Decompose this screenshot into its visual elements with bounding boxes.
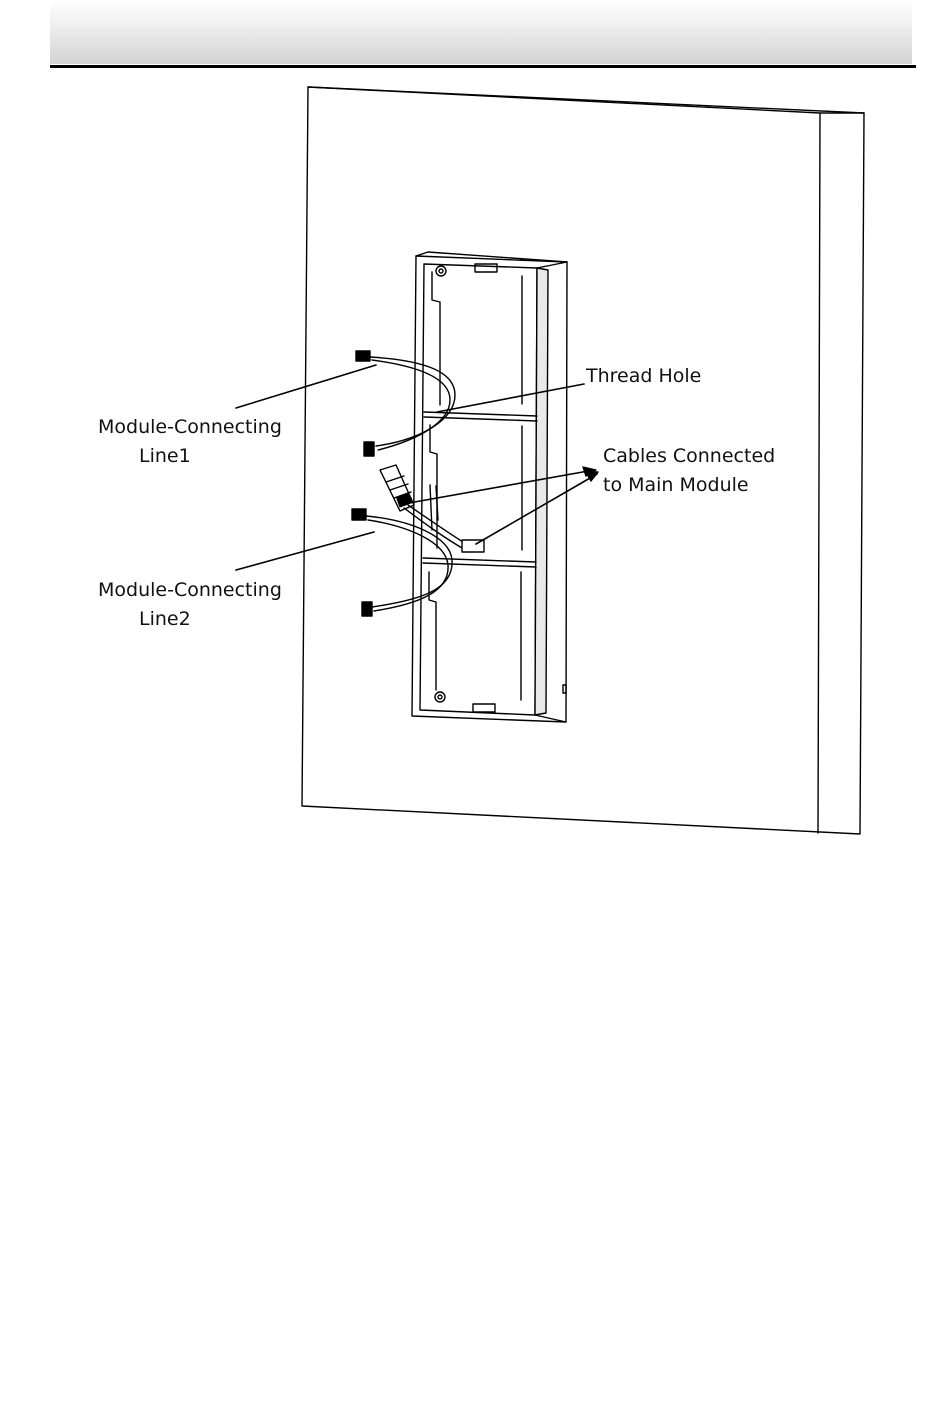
callout-text: Module-Connecting	[98, 413, 282, 442]
callout-thread-hole: Thread Hole	[586, 362, 701, 391]
wall-panel	[302, 87, 864, 834]
callout-cables-connected: Cables Connected to Main Module	[603, 442, 775, 500]
callout-text: to Main Module	[603, 471, 775, 500]
callout-module-connecting-line1: Module-Connecting Line1	[98, 413, 282, 471]
callout-text: Line1	[98, 442, 282, 471]
callout-text: Cables Connected	[603, 442, 775, 471]
callout-text: Module-Connecting	[98, 576, 282, 605]
callout-text: Line2	[98, 605, 282, 634]
callout-module-connecting-line2: Module-Connecting Line2	[98, 576, 282, 634]
callout-text: Thread Hole	[586, 362, 701, 391]
gang-box	[412, 252, 567, 722]
